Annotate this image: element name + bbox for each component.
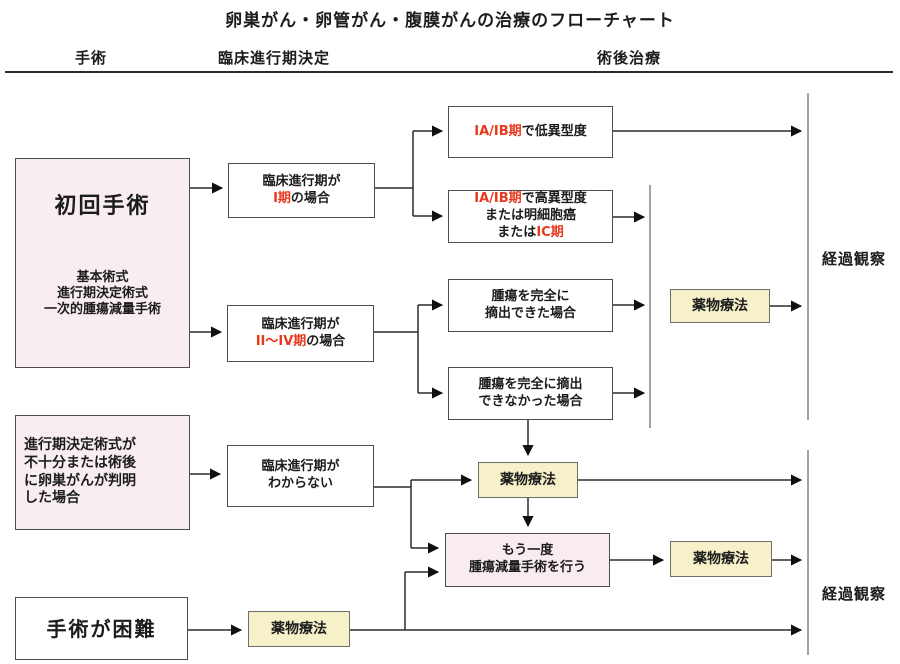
drug-therapy-top-box: 薬物療法 xyxy=(670,289,770,323)
column-header-staging: 臨床進行期決定 xyxy=(218,49,331,67)
column-header-postop: 術後治療 xyxy=(597,49,662,67)
column-header-surgery: 手術 xyxy=(75,49,108,67)
header-divider xyxy=(5,71,893,73)
initial-surgery-subtypes: 基本術式 進行期決定術式 一次的腫瘍減量手術 xyxy=(43,269,161,318)
not-removed-box: 腫瘍を完全に摘出 できなかった場合 xyxy=(448,367,613,420)
stage-unknown-box: 臨床進行期が わからない xyxy=(227,445,374,507)
arrow-lines xyxy=(188,125,803,636)
surgery-difficult-box: 手術が困難 xyxy=(15,597,188,660)
stage-ii-iv-box: 臨床進行期が II～IV期の場合 xyxy=(227,305,374,362)
high-grade-box: IA/IB期で高異型度 または明細胞癌 またはIC期 xyxy=(448,190,613,243)
drug-therapy-center-box: 薬物療法 xyxy=(478,462,578,498)
drug-therapy-right-box: 薬物療法 xyxy=(670,541,772,577)
low-grade-box: IA/IB期で低異型度 xyxy=(448,106,613,158)
drug-therapy-bottom-box: 薬物療法 xyxy=(248,611,350,647)
redo-debulking-box: もう一度 腫瘍減量手術を行う xyxy=(445,533,610,587)
stage-i-box: 臨床進行期が I期の場合 xyxy=(228,163,375,218)
insufficient-staging-box: 進行期決定術式が 不十分または術後 に卵巣がんが判明 した場合 xyxy=(15,415,190,530)
followup-observation-top-label: 経過観察 xyxy=(822,250,887,268)
initial-surgery-box: 初回手術 基本術式 進行期決定術式 一次的腫瘍減量手術 xyxy=(15,158,190,368)
page-title: 卵巣がん・卵管がん・腹膜がんの治療のフローチャート xyxy=(225,11,675,31)
bus-lines xyxy=(649,93,809,655)
followup-observation-bottom-label: 経過観察 xyxy=(822,585,887,603)
initial-surgery-title: 初回手術 xyxy=(54,194,151,219)
fully-removed-box: 腫瘍を完全に 摘出できた場合 xyxy=(448,279,613,332)
